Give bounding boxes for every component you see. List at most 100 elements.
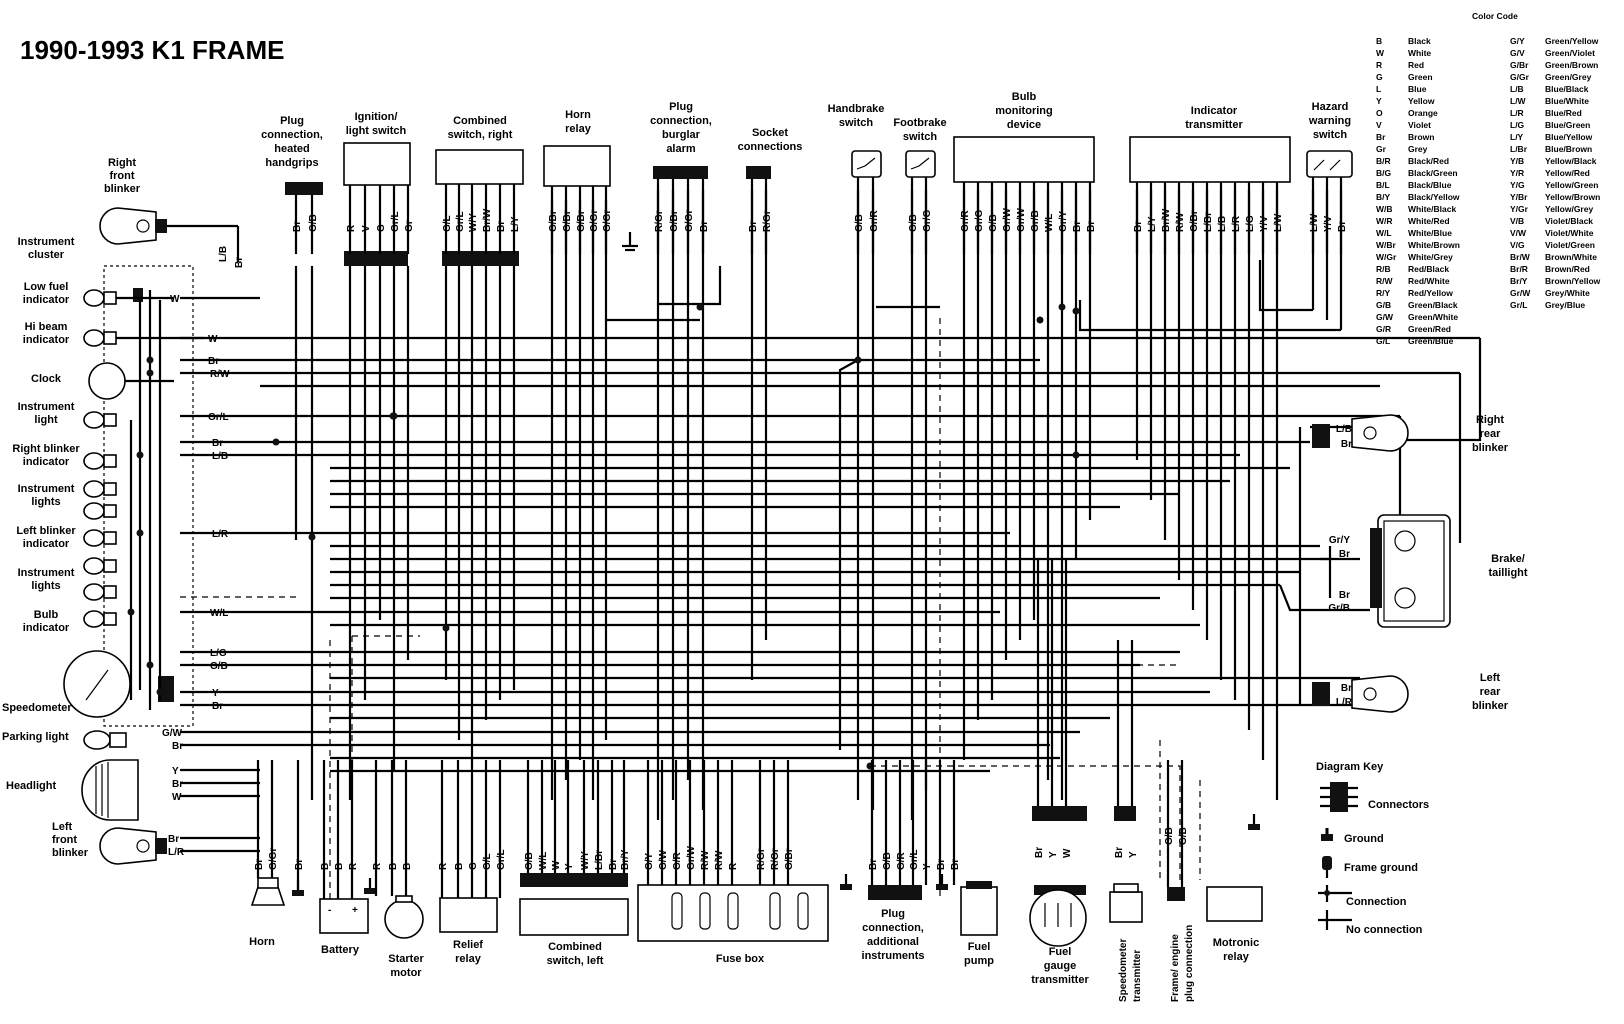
- speedometer-transmitter-icon: [1109, 806, 1143, 923]
- wire-label: Gr/G: [974, 210, 985, 232]
- label-instrument-light: Instrument: [18, 401, 75, 413]
- label-left-front-blinker: front: [52, 834, 77, 846]
- color-code-abbr: O: [1376, 108, 1383, 118]
- color-code-name: Blue/Red: [1545, 108, 1582, 118]
- color-code-name: Blue/Black: [1545, 84, 1589, 94]
- color-code-name: White/Blue: [1408, 228, 1452, 238]
- fuel-pump-icon: [960, 881, 998, 936]
- connection-key-icon: [1318, 885, 1352, 902]
- bulb-socket: [103, 413, 117, 427]
- label-relief-relay: Relief: [453, 939, 483, 951]
- wire-label: G/Br: [784, 848, 795, 870]
- color-code-abbr: L/G: [1510, 120, 1525, 130]
- label-fuel-gauge-transmitter: transmitter: [1031, 974, 1089, 986]
- fuse-icon: [727, 892, 739, 930]
- label-plug-burglar-alarm: connection,: [650, 115, 712, 127]
- wire-label: G/Br: [562, 210, 573, 232]
- color-code-abbr: B/L: [1376, 180, 1390, 190]
- wire-label: Br: [699, 221, 710, 232]
- bottom-component-labels: HornBatteryStartermotorReliefrelayCombin…: [249, 908, 1259, 1002]
- label-plug-burglar-alarm: Plug: [669, 101, 693, 113]
- color-code-name: White/Grey: [1408, 252, 1453, 262]
- label-indicator-transmitter: transmitter: [1185, 119, 1243, 131]
- label-instrument-light: light: [34, 414, 58, 426]
- bulb-socket: [103, 482, 117, 496]
- color-code-name: Green/Grey: [1545, 72, 1592, 82]
- wire-label: Br: [1072, 221, 1083, 232]
- color-code-abbr: L/Br: [1510, 144, 1528, 154]
- wire-label: Gr/B: [1030, 210, 1041, 232]
- headlight-icon: [81, 759, 139, 821]
- wire-label: G/B: [908, 214, 919, 232]
- label-right-blinker-indicator: indicator: [23, 456, 70, 468]
- bulb-socket: [103, 585, 117, 599]
- color-code-abbr: Gr/W: [1510, 288, 1531, 298]
- label-parking-light: Parking light: [2, 731, 69, 743]
- connector-icon: [746, 166, 771, 179]
- label-motronic-relay: relay: [1223, 951, 1250, 963]
- ground-icon: [364, 888, 376, 894]
- bulb-icon: [83, 502, 105, 520]
- color-code-abbr: B: [1376, 36, 1382, 46]
- color-code-abbr: R/Y: [1376, 288, 1391, 298]
- indicator-transmitter-icon: [1129, 136, 1291, 183]
- label-hi-beam-indicator: indicator: [23, 334, 70, 346]
- color-code-name: Black/Yellow: [1408, 192, 1460, 202]
- color-code-name: Blue/Green: [1545, 120, 1590, 130]
- wire-label: Gr: [404, 220, 415, 232]
- wire-label: G/Gr: [589, 210, 600, 232]
- left-wire-labels: WWBrR/WGr/LBrL/BL/RW/LL/GG/BYBrG/WBrYBrW…: [162, 246, 245, 858]
- color-code-name: Violet: [1408, 120, 1431, 130]
- wire-label: G/Y: [644, 852, 655, 870]
- label-left-front-blinker: Left: [52, 821, 73, 833]
- color-code-abbr: R: [1376, 60, 1382, 70]
- color-code-abbr: Br/W: [1510, 252, 1531, 262]
- color-code-name: White: [1408, 48, 1431, 58]
- label-low-fuel-indicator: Low fuel: [24, 281, 69, 293]
- diagram-key: Diagram Key Connectors Ground Frame grou…: [1316, 761, 1429, 936]
- switch-icon: [1306, 150, 1353, 178]
- bottom-component-symbols: - +: [250, 806, 1263, 947]
- color-code-abbr: L/W: [1510, 96, 1527, 106]
- label-plug-burglar-alarm: alarm: [666, 143, 696, 155]
- bottom-wire-stubs: [256, 560, 1184, 899]
- wire-label: G: [468, 862, 479, 870]
- key-frame-ground: Frame ground: [1344, 862, 1418, 874]
- wire-label: L/G: [210, 648, 227, 659]
- label-left-rear-blinker: blinker: [1472, 700, 1509, 712]
- color-code-abbr: W/Gr: [1376, 252, 1397, 262]
- label-horn: Horn: [249, 936, 275, 948]
- wire-label: G: [376, 224, 387, 232]
- label-bulb-monitoring-device: Bulb: [1012, 91, 1037, 103]
- blinker-icon: [1312, 675, 1409, 713]
- connector-icon: [285, 182, 323, 195]
- wire-label: G/B: [882, 852, 893, 870]
- wire-label: L/B: [218, 246, 229, 262]
- wire-label: L/R: [212, 529, 229, 540]
- color-code-abbr: B/R: [1376, 156, 1391, 166]
- color-code-abbr: Gr/L: [1510, 300, 1527, 310]
- label-combined-switch-right: Combined: [453, 115, 507, 127]
- label-socket-connections: Socket: [752, 127, 788, 139]
- wire-label: Br: [1337, 221, 1348, 232]
- label-instrument-lights-2: Instrument: [18, 567, 75, 579]
- color-code-name: Yellow: [1408, 96, 1435, 106]
- bulb-socket: [103, 531, 117, 545]
- wire-label: R/Gr: [756, 848, 767, 870]
- junction-dot: [127, 608, 135, 616]
- blinker-icon: [99, 827, 167, 865]
- wire-label: Br: [1086, 221, 1097, 232]
- wire-label: Br: [254, 859, 265, 870]
- wire-label: Br: [208, 356, 219, 367]
- svg-text:+: +: [352, 905, 358, 916]
- right-component-labels: RightrearblinkerBrake/taillightLeftrearb…: [1472, 414, 1528, 712]
- wire-label: L/Br: [1203, 212, 1214, 232]
- ground-icon: [936, 884, 948, 890]
- bulb-icon: [83, 411, 105, 429]
- color-code-name: Blue/Yellow: [1545, 132, 1593, 142]
- color-code-abbr: L: [1376, 84, 1381, 94]
- wire-label: Gr/L: [496, 849, 507, 870]
